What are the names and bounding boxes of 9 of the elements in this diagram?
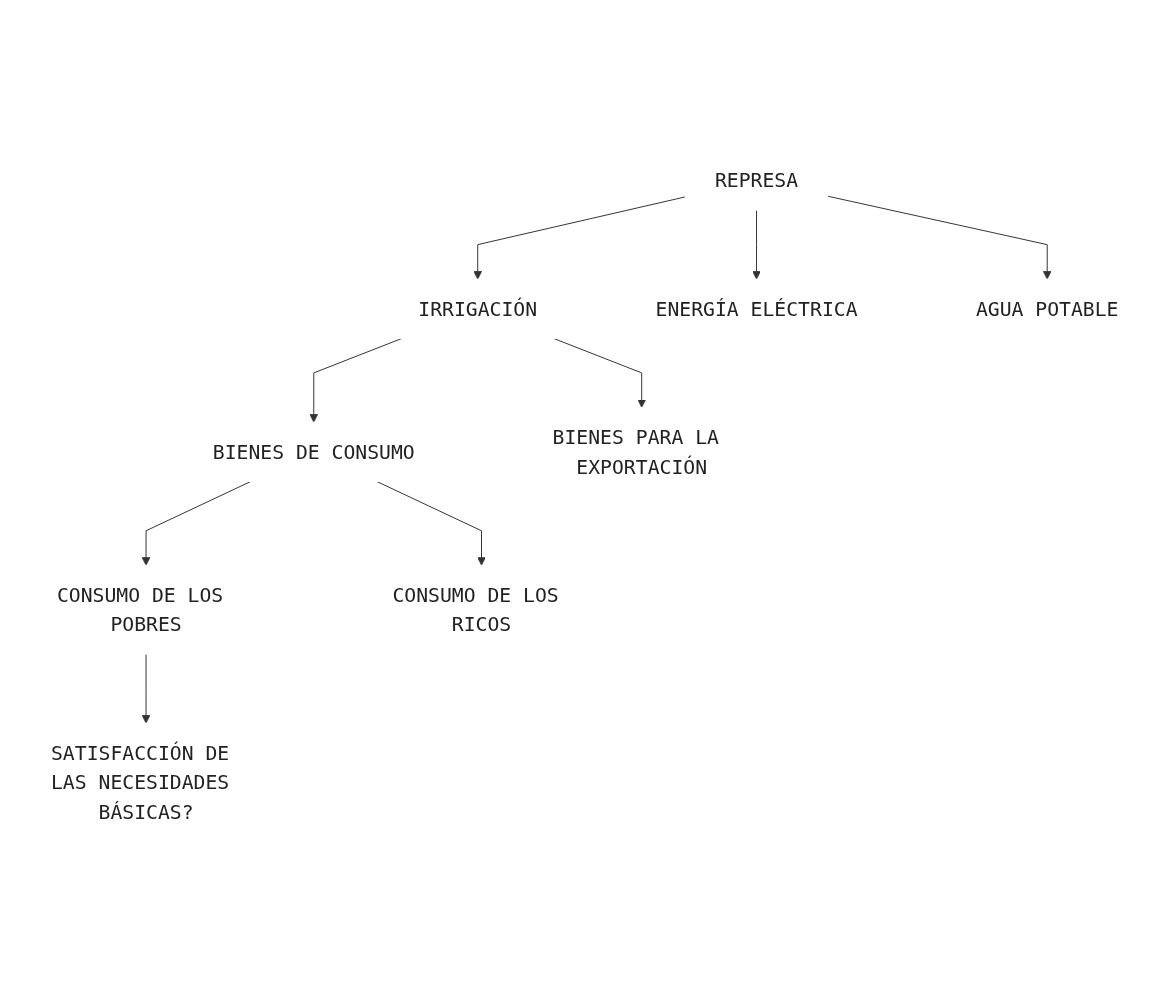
node-text: CONSUMO DE LOS RICOS xyxy=(392,582,559,637)
node-text: REPRESA xyxy=(714,168,799,193)
node-text: BIENES DE CONSUMO xyxy=(212,439,415,464)
node-text: SATISFACCIÓN DE LAS NECESIDADES BÁSICAS? xyxy=(50,740,230,824)
node-text: BIENES PARA LA EXPORTACIÓN xyxy=(552,424,719,479)
node-text: CONSUMO DE LOS POBRES xyxy=(56,582,224,637)
node-text: ENERGÍA ELÉCTRICA xyxy=(655,296,858,321)
node-text: IRRIGACIÓN xyxy=(418,296,538,321)
node-text: AGUA POTABLE xyxy=(975,296,1119,321)
